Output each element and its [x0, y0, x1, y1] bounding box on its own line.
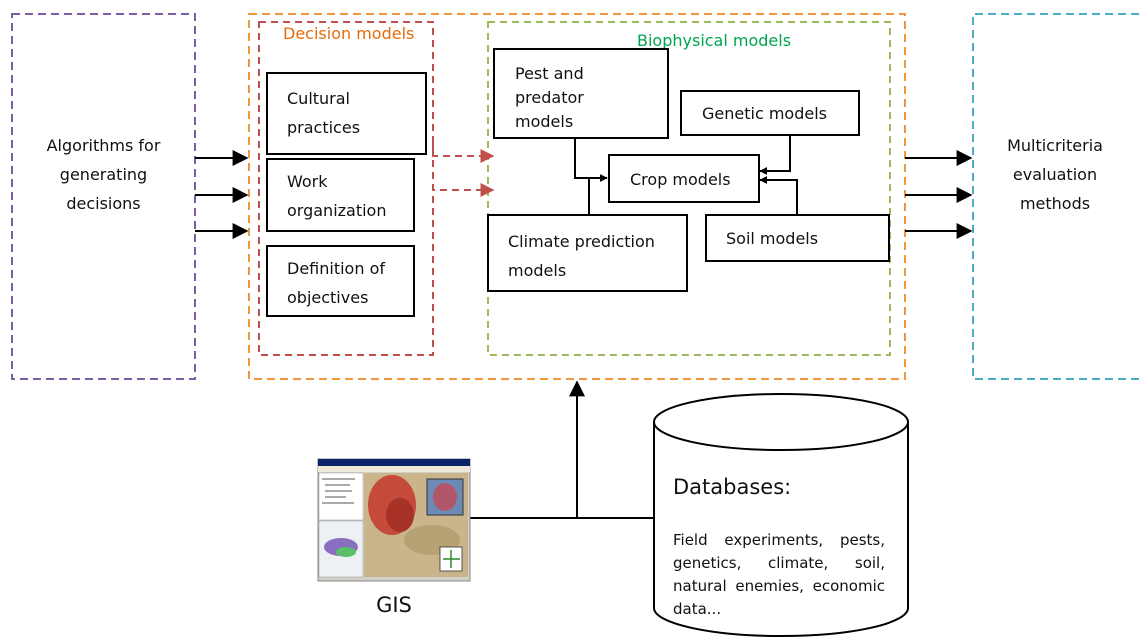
box-work-organization: Work organization — [266, 158, 415, 232]
box-pest-predator-models: Pest and predator models — [493, 48, 669, 139]
gis-label: GIS — [376, 593, 412, 617]
dashed-arrow-1 — [432, 142, 495, 163]
box-genetic-models: Genetic models — [680, 90, 860, 136]
algorithms-container — [11, 13, 196, 380]
box-soil-models: Soil models — [705, 214, 890, 262]
box-definition-of-objectives: Definition of objectives — [266, 245, 415, 317]
decision-models-header: Decision models — [283, 24, 415, 43]
box-climate-prediction-models: Climate prediction models — [487, 214, 688, 292]
dashed-arrow-2 — [432, 183, 495, 197]
connector-soil-crop — [759, 176, 798, 214]
connector-genetic-crop — [759, 136, 791, 175]
box-crop-models: Crop models — [608, 154, 760, 203]
connector-database-framework — [569, 380, 654, 519]
framework-container — [248, 13, 906, 380]
database-body: Field experiments, pests, genetics, clim… — [673, 531, 885, 618]
database-title: Databases: — [673, 475, 792, 499]
multicriteria-container — [972, 13, 1139, 380]
gis-screenshot-icon — [317, 458, 471, 582]
multicriteria-label: Multicriteria evaluation methods — [1007, 136, 1103, 213]
connector-pest-crop — [574, 139, 608, 182]
biophysical-models-container — [487, 21, 891, 356]
algorithms-label: Algorithms for generating decisions — [46, 136, 161, 213]
box-cultural-practices: Cultural practices — [266, 72, 427, 155]
biophysical-models-header: Biophysical models — [637, 31, 792, 50]
database-cylinder-icon — [653, 393, 909, 637]
